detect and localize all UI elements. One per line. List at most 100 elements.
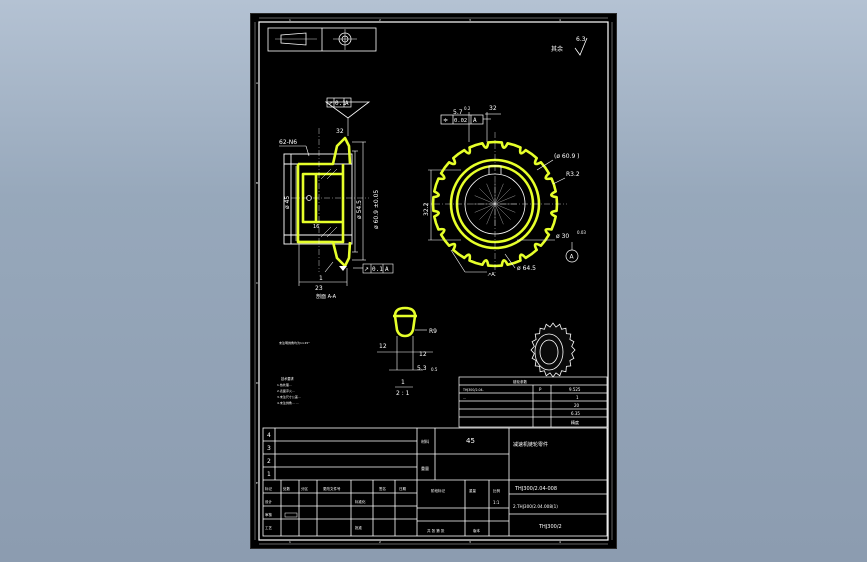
stage-label: 阶段标记 xyxy=(431,488,445,493)
symbol-box xyxy=(267,27,377,52)
tech-title: 技术要求 xyxy=(281,376,295,381)
dia-30: ø 30 xyxy=(556,233,569,240)
param-r0-c1: P xyxy=(539,387,542,392)
sprocket-gear xyxy=(423,132,567,276)
row-mark-a: A xyxy=(256,81,259,85)
tech-line-2: 2.表面淬火... xyxy=(277,388,295,393)
row-mark-e: E xyxy=(256,481,258,485)
detail-12a: 12 xyxy=(379,343,387,350)
tech-requirements: 技术要求 1.热处理... 2.表面淬火... 3.未注尺寸公差... 4.未注… xyxy=(277,376,301,405)
hdr-count: 处数 xyxy=(283,486,291,491)
fit-label: 62-N6 xyxy=(279,139,297,146)
iso-gear-hub-inner xyxy=(539,339,559,365)
section-view: ↗ 0.1 A 32 62-N6 xyxy=(279,97,394,300)
section-label: 剖面 A-A xyxy=(316,293,337,300)
hdr-mark: 标记 xyxy=(265,486,273,491)
scale-col: 比例 xyxy=(493,488,501,493)
weight-label: 重量 xyxy=(421,465,429,471)
row-num-4: 4 xyxy=(267,432,271,439)
hdr-zone: 分区 xyxy=(301,486,309,491)
row-mark-c: C xyxy=(256,281,258,285)
roughness-note: 其余 6.3 xyxy=(551,36,588,56)
scale-value: 1:1 xyxy=(493,500,500,505)
key-dim-sup: 0.2 xyxy=(464,106,471,111)
row-mark-b: B xyxy=(256,181,258,185)
col-mark-2: 2 xyxy=(379,18,381,22)
hdr-doc: 更改文件号 xyxy=(323,486,341,491)
part-name: 减速机链轮零件 xyxy=(513,441,548,448)
roughness-note-text: 其余 xyxy=(551,45,563,53)
roughness-value: 6.3 xyxy=(576,36,586,43)
param-r0-c0: THJ300/2.04- xyxy=(462,388,484,392)
gear-tooth-profile xyxy=(431,140,559,268)
row-craft: 工艺 xyxy=(265,525,273,530)
row-review: 审核 xyxy=(265,512,273,517)
tech-line-3: 3.未注尺寸公差... xyxy=(277,394,301,399)
param-r2-c2: 20 xyxy=(574,403,580,408)
inner-frame xyxy=(258,21,609,541)
sym-tol-datum: A xyxy=(473,117,477,124)
center-ray xyxy=(486,203,496,225)
row-standard: 标准化 xyxy=(355,499,366,504)
cad-drawing: 1 2 3 4 1 2 3 4 A B C D E 其余 6.3 ↗ 0.1 A… xyxy=(254,17,613,545)
col-mark-4-bottom: 4 xyxy=(559,540,561,544)
key-dim: 5.7 xyxy=(453,109,463,116)
signature-box xyxy=(284,512,298,518)
dia-645: ø 64.5 xyxy=(517,265,536,272)
col-mark-3-bottom: 3 xyxy=(469,540,471,544)
col-mark-1: 1 xyxy=(289,18,291,22)
center-ray xyxy=(494,195,516,205)
sym-tol-symbol: ≑ xyxy=(443,117,448,124)
row-num-1: 1 xyxy=(267,471,271,478)
dia-545: ø 54.5 xyxy=(356,200,363,219)
bottom-small-dim: 1 xyxy=(319,275,323,282)
gear-tol-value: 0.1 xyxy=(335,100,346,107)
tech-line-1: 1.热处理... xyxy=(277,382,292,387)
assembly-number: 2.THJ300/2.04.008(1) xyxy=(513,504,558,509)
col-mark-2-bottom: 2 xyxy=(379,540,381,544)
tolerance-mark: ↗A xyxy=(487,272,495,278)
datum-a-circle: A xyxy=(570,254,575,261)
param-r1-c0: ... xyxy=(463,396,466,400)
weight-col: 重量 xyxy=(469,488,477,493)
param-r0-c2: 9.525 xyxy=(569,387,581,392)
detail-53: 5.3 xyxy=(417,365,427,372)
hdr-sign: 签名 xyxy=(379,486,386,491)
col-mark-3: 3 xyxy=(469,18,471,22)
param-r3-c2: 6.35 xyxy=(571,411,580,416)
gear-tol-datum: A xyxy=(345,100,349,107)
row-approve: 批准 xyxy=(355,525,363,530)
center-ray xyxy=(494,203,516,213)
center-ray xyxy=(494,183,504,205)
r32-label: R3.2 xyxy=(566,171,580,178)
bottom-tol-datum: A xyxy=(385,266,389,273)
hub-dim: 32 xyxy=(336,128,344,135)
drawing-number: THJ300/2.04-008 xyxy=(514,486,557,492)
center-ray xyxy=(479,188,496,205)
title-block: 4 3 2 1 材料 45 减速机链轮零件 重量 标记 处数 分区 更改文件号 … xyxy=(262,427,608,537)
center-ray xyxy=(474,203,496,213)
param-r4-c2: 精度 xyxy=(571,419,579,425)
center-ray xyxy=(494,188,511,205)
param-r1-c2: 1 xyxy=(576,395,579,400)
dia-609-ref: (ø 60.9 ) xyxy=(554,153,580,160)
detail-53-sup: 0.5 xyxy=(431,367,438,372)
product-code: THJ300/2 xyxy=(538,524,562,530)
material-label: 材料 xyxy=(421,438,429,444)
scale-bottom: 2 : 1 xyxy=(396,390,410,397)
center-ray xyxy=(486,183,496,205)
gear-front-view: 5.7 0.2 32 ≑ 0.02 A 32.2 (ø 60.9 ) R3.2 … xyxy=(423,105,586,278)
col-mark-4: 4 xyxy=(559,18,561,22)
iso-gear-hub-outer xyxy=(534,333,564,371)
row-num-2: 2 xyxy=(267,458,271,465)
width-dim: 23 xyxy=(315,285,323,292)
bottom-tol-symbol: ↗ xyxy=(364,266,369,273)
sheets-label: 共 张 第 张 xyxy=(427,528,445,533)
center-ray xyxy=(494,203,504,225)
datum-arrow xyxy=(339,266,347,271)
detail-12b: 12 xyxy=(419,351,427,358)
material-value: 45 xyxy=(466,437,475,445)
center-ray xyxy=(494,203,511,220)
col-mark-1-bottom: 1 xyxy=(289,540,291,544)
note-left: 未注明倒角均为1×45° xyxy=(279,340,310,345)
